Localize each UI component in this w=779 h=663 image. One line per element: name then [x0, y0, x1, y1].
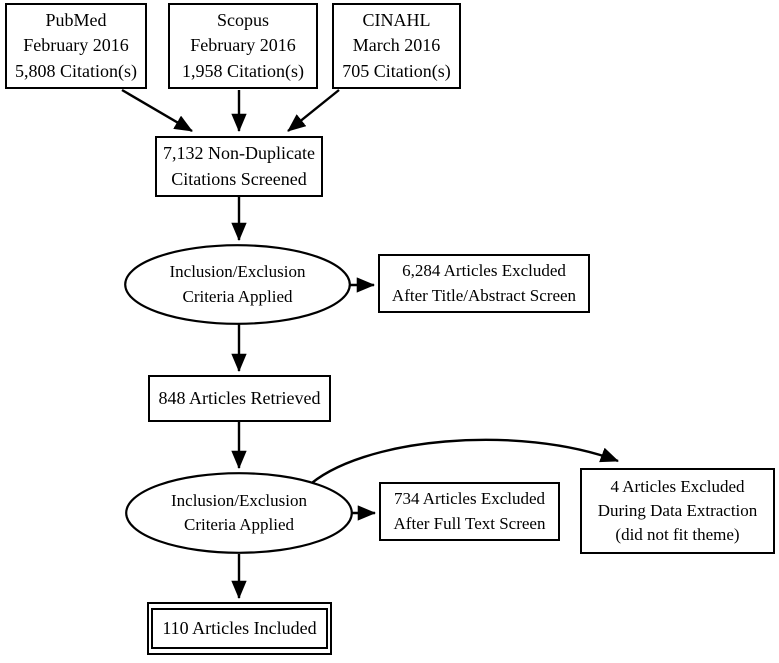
node-articles-included-inner: 110 Articles Included: [151, 608, 328, 649]
node-articles-retrieved-line-1: 848 Articles Retrieved: [158, 387, 321, 408]
node-articles-retrieved: 848 Articles Retrieved: [148, 375, 331, 422]
node-criteria-title-abstract: Inclusion/Exclusion Criteria Applied: [124, 244, 351, 325]
node-criteria2-line-2: Criteria Applied: [183, 515, 294, 534]
node-excluded-title-abstract: 6,284 Articles Excluded After Title/Abst…: [378, 254, 590, 313]
node-nonduplicate-line-1: 7,132 Non-Duplicate: [163, 142, 315, 163]
node-excluded-data-extraction-line-3: (did not fit theme): [615, 525, 740, 545]
node-scopus-line-2: February 2016: [190, 35, 296, 56]
edge-pubmed-to-nonduplicate: [121, 88, 193, 133]
node-cinahl-line-1: CINAHL: [362, 9, 431, 30]
node-cinahl-line-3: 705 Citation(s): [342, 60, 451, 81]
node-pubmed-line-2: February 2016: [23, 35, 129, 56]
node-cinahl-line-2: March 2016: [352, 35, 441, 56]
node-articles-included: 110 Articles Included: [147, 602, 332, 655]
edge-cinahl-to-nonduplicate: [287, 89, 340, 132]
node-nonduplicate-citations: 7,132 Non-Duplicate Citations Screened: [155, 136, 323, 197]
node-excluded-data-extraction: 4 Articles Excluded During Data Extracti…: [580, 468, 775, 554]
node-cinahl: CINAHL March 2016 705 Citation(s): [332, 3, 461, 89]
node-scopus: Scopus February 2016 1,958 Citation(s): [168, 3, 318, 89]
node-criteria2-line-1: Inclusion/Exclusion: [171, 490, 307, 510]
node-pubmed-line-1: PubMed: [45, 9, 107, 30]
node-excluded-title-abstract-line-2: After Title/Abstract Screen: [391, 285, 577, 305]
node-criteria1-line-2: Criteria Applied: [182, 286, 293, 306]
node-excluded-data-extraction-line-2: During Data Extraction: [597, 500, 758, 520]
node-excluded-full-text: 734 Articles Excluded After Full Text Sc…: [379, 482, 560, 541]
node-excluded-title-abstract-line-1: 6,284 Articles Excluded: [402, 261, 566, 281]
node-criteria1-line-1: Inclusion/Exclusion: [169, 262, 306, 282]
ellipse-shape: [124, 244, 351, 325]
node-excluded-data-extraction-line-1: 4 Articles Excluded: [610, 476, 745, 496]
node-nonduplicate-line-2: Citations Screened: [171, 168, 307, 189]
node-excluded-full-text-line-2: After Full Text Screen: [393, 513, 546, 533]
node-criteria-title-abstract-text: Inclusion/Exclusion Criteria Applied: [124, 260, 351, 308]
node-pubmed: PubMed February 2016 5,808 Citation(s): [5, 3, 147, 89]
node-scopus-line-1: Scopus: [216, 9, 269, 30]
node-articles-included-line-1: 110 Articles Included: [162, 617, 317, 638]
node-criteria-full-text-text: Inclusion/Exclusion Criteria Applied: [125, 489, 353, 537]
node-criteria-full-text: Inclusion/Exclusion Criteria Applied: [125, 472, 353, 554]
node-scopus-line-3: 1,958 Citation(s): [182, 60, 304, 81]
ellipse-shape: [125, 472, 353, 554]
node-excluded-full-text-line-1: 734 Articles Excluded: [393, 489, 546, 509]
node-pubmed-line-3: 5,808 Citation(s): [15, 60, 137, 81]
